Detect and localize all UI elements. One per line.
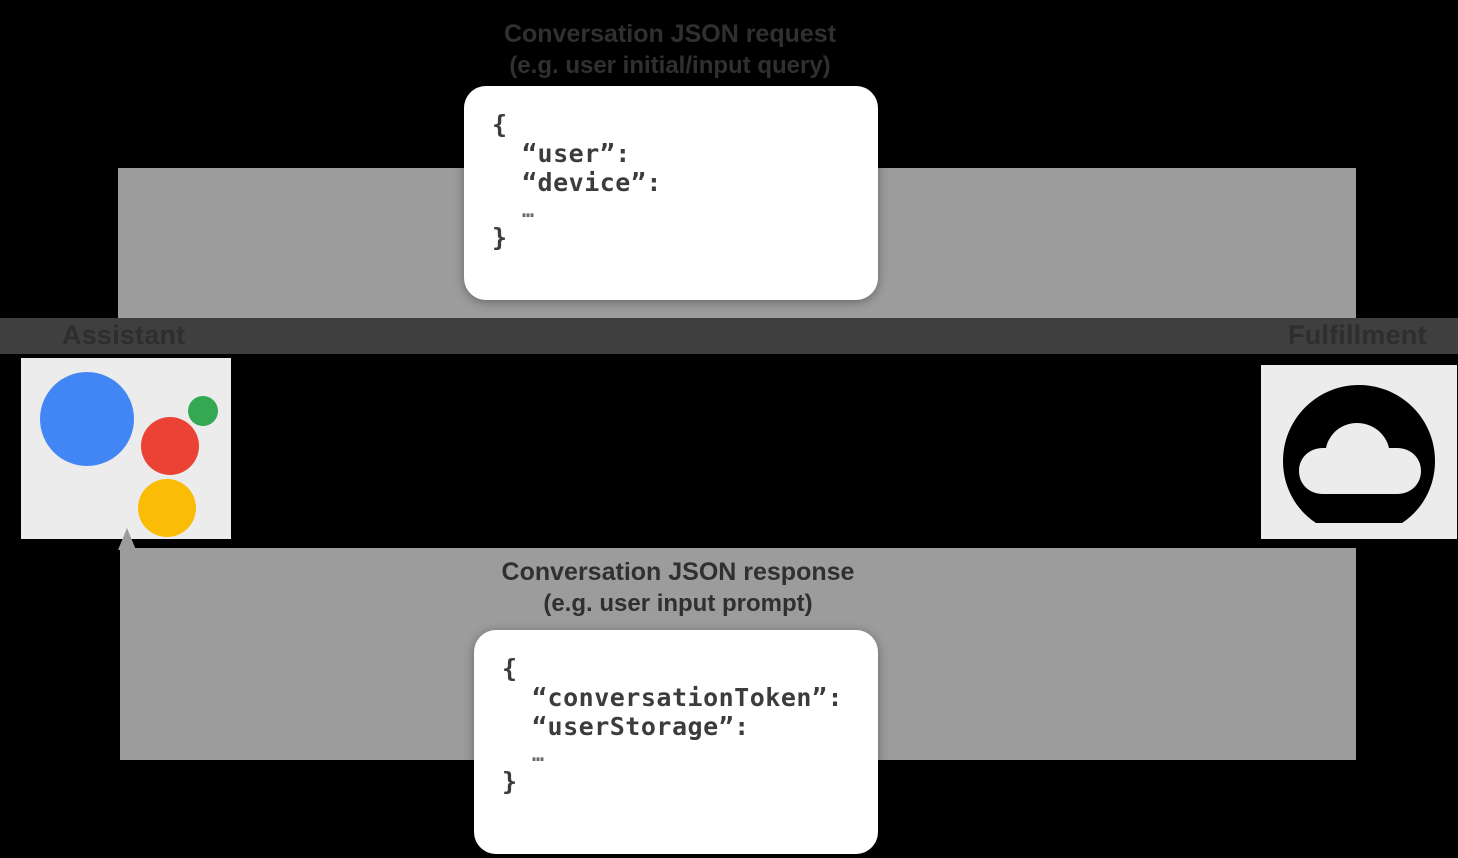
json-response-open: { xyxy=(502,654,518,683)
json-response-key-conversation-token: “conversationToken”: xyxy=(532,683,844,712)
assistant-node[interactable] xyxy=(21,358,231,539)
request-arrow-head-icon xyxy=(1324,280,1355,311)
json-response-close: } xyxy=(502,767,518,796)
json-request-open: { xyxy=(492,110,508,139)
cloud-functions-icon xyxy=(1283,385,1435,523)
json-request-key-device: “device”: xyxy=(522,168,662,197)
request-caption-line-1: Conversation JSON request xyxy=(503,20,837,48)
response-json-card: { “conversationToken”: “userStorage”: … … xyxy=(474,630,878,854)
response-flow-caption: Conversation JSON response (e.g. user in… xyxy=(0,556,1356,620)
assistant-blue-dot-icon xyxy=(40,372,134,466)
response-caption-line-2: (e.g. user input prompt) xyxy=(543,590,813,617)
request-caption-line-2: (e.g. user initial/input query) xyxy=(509,52,831,79)
request-flow-caption: Conversation JSON request (e.g. user ini… xyxy=(0,18,1340,82)
response-caption-line-1: Conversation JSON response xyxy=(501,558,855,586)
assistant-node-label: Assistant xyxy=(62,320,186,350)
json-response-ellipsis: … xyxy=(532,742,545,766)
assistant-green-dot-icon xyxy=(188,396,218,426)
assistant-yellow-dot-icon xyxy=(138,479,196,537)
assistant-red-dot-icon xyxy=(141,417,199,475)
json-response-key-user-storage: “userStorage”: xyxy=(532,712,750,741)
json-request-close: } xyxy=(492,223,508,252)
json-request-ellipsis: … xyxy=(522,198,535,222)
fulfillment-node-label: Fulfillment xyxy=(1288,320,1427,350)
middle-label-strip xyxy=(0,318,1458,354)
json-request-key-user: “user”: xyxy=(522,139,631,168)
fulfillment-node[interactable] xyxy=(1261,365,1457,539)
response-arrow-head-icon xyxy=(118,528,136,550)
request-json-card: { “user”: “device”: … } xyxy=(464,86,878,300)
